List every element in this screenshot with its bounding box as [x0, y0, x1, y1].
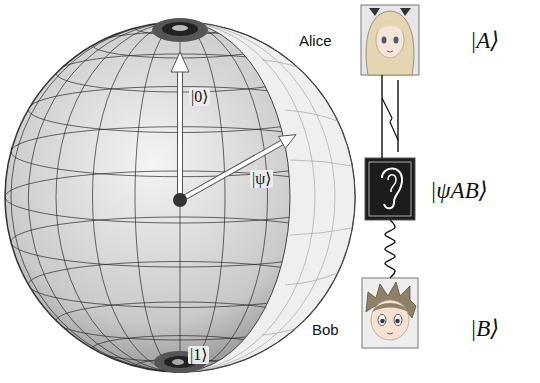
- state-ket: |ψAB⟩: [430, 178, 488, 203]
- state-arrows: [171, 52, 296, 207]
- bob-portrait-box: Bob|B⟩: [362, 278, 418, 348]
- entanglement-link: [385, 220, 395, 278]
- person-name: Bob: [312, 322, 339, 339]
- sphere: [5, 18, 355, 373]
- state-label: |ψ⟩: [250, 170, 273, 188]
- person-name: Alice: [299, 33, 332, 50]
- channel-symbol: [382, 80, 398, 152]
- bob-portrait: [362, 278, 418, 348]
- state-label: |1⟩: [188, 346, 209, 364]
- state-label: |0⟩: [189, 88, 210, 106]
- eavesdropper-ear-box: |ψAB⟩: [365, 158, 415, 220]
- ear-picture: [365, 158, 415, 220]
- alice-portrait-box: Alice|A⟩: [361, 5, 419, 75]
- state-ket: |B⟩: [470, 316, 499, 341]
- channel-line: [381, 75, 382, 158]
- state-ket: |A⟩: [470, 28, 499, 53]
- north-pole: [152, 18, 208, 42]
- alice-portrait: [361, 5, 419, 75]
